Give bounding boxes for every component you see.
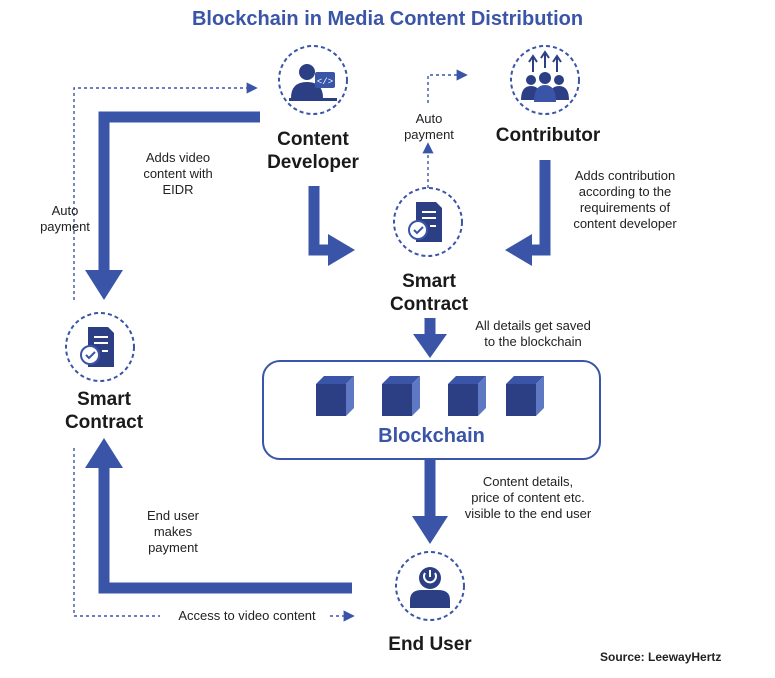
smart-contract-left-line1: Smart xyxy=(77,389,131,410)
note-adds-contribution-line2: according to the xyxy=(578,184,672,199)
group-icon xyxy=(510,45,580,115)
smart-contract-center-label: Smart Contract xyxy=(369,270,489,316)
note-end-user-pays-line2: makes xyxy=(153,524,193,539)
note-adds-video-line2: content with xyxy=(143,166,213,181)
arrow-contract-to-blockchain xyxy=(413,318,447,358)
contract-icon-center xyxy=(393,187,463,257)
blockchain-label: Blockchain xyxy=(378,425,485,447)
arrow-access-video xyxy=(73,448,355,622)
note-end-user-pays: End user makes payment xyxy=(128,508,218,556)
contract-icon-left xyxy=(65,312,135,382)
note-content-details-line1: Content details, xyxy=(482,474,574,489)
note-content-details: Content details, price of content etc. v… xyxy=(448,474,608,522)
note-auto-payment-top-line1: Auto xyxy=(415,111,443,126)
arrow-auto-payment-top xyxy=(422,69,468,188)
note-end-user-pays-line1: End user xyxy=(146,508,200,523)
arrow-contributor-to-center-contract xyxy=(505,160,551,266)
note-adds-contribution: Adds contribution according to the requi… xyxy=(558,168,692,232)
svg-text:</>: </> xyxy=(317,77,333,87)
content-developer-label: Content Developer xyxy=(253,128,373,174)
note-auto-payment-left-line2: payment xyxy=(40,219,90,234)
note-access-video: Access to video content xyxy=(178,608,316,623)
content-developer-line1: Content xyxy=(277,129,349,150)
note-adds-contribution-line1: Adds contribution xyxy=(574,168,676,183)
arrow-auto-payment-left xyxy=(73,82,258,300)
arrow-blockchain-to-end-user xyxy=(412,458,448,544)
power-user-icon xyxy=(395,551,465,621)
arrow-developer-to-center-contract xyxy=(308,186,355,266)
note-content-details-line2: price of content etc. xyxy=(471,490,585,505)
note-details-saved: All details get saved to the blockchain xyxy=(453,318,613,350)
contributor-label: Contributor xyxy=(495,125,601,146)
note-adds-contribution-line3: requirements of xyxy=(579,200,671,215)
diagram-title: Blockchain in Media Content Distribution xyxy=(191,8,584,30)
smart-contract-left-line2: Contract xyxy=(64,412,144,433)
note-content-details-line3: visible to the end user xyxy=(464,506,592,521)
note-details-saved-line2: to the blockchain xyxy=(484,334,582,349)
smart-contract-left-label: Smart Contract xyxy=(44,388,164,434)
note-auto-payment-left: Auto payment xyxy=(28,203,102,235)
arrow-developer-to-left-contract xyxy=(85,111,260,300)
note-end-user-pays-line3: payment xyxy=(148,540,198,555)
source-credit: Source: LeewayHertz xyxy=(600,650,722,664)
note-adds-video: Adds video content with EIDR xyxy=(118,150,238,198)
content-developer-line2: Developer xyxy=(267,152,359,173)
note-adds-video-line3: EIDR xyxy=(162,182,194,197)
smart-contract-center-line2: Contract xyxy=(389,294,469,315)
arrow-end-user-to-left-contract xyxy=(85,438,352,594)
developer-icon: </> xyxy=(278,45,348,115)
note-auto-payment-left-line1: Auto xyxy=(51,203,79,218)
note-adds-contribution-line4: content developer xyxy=(573,216,677,231)
note-auto-payment-top: Auto payment xyxy=(392,111,466,143)
note-details-saved-line1: All details get saved xyxy=(475,318,591,333)
smart-contract-center-line1: Smart xyxy=(402,271,456,292)
end-user-label: End User xyxy=(388,634,472,655)
note-adds-video-line1: Adds video xyxy=(145,150,211,165)
note-auto-payment-top-line2: payment xyxy=(404,127,454,142)
